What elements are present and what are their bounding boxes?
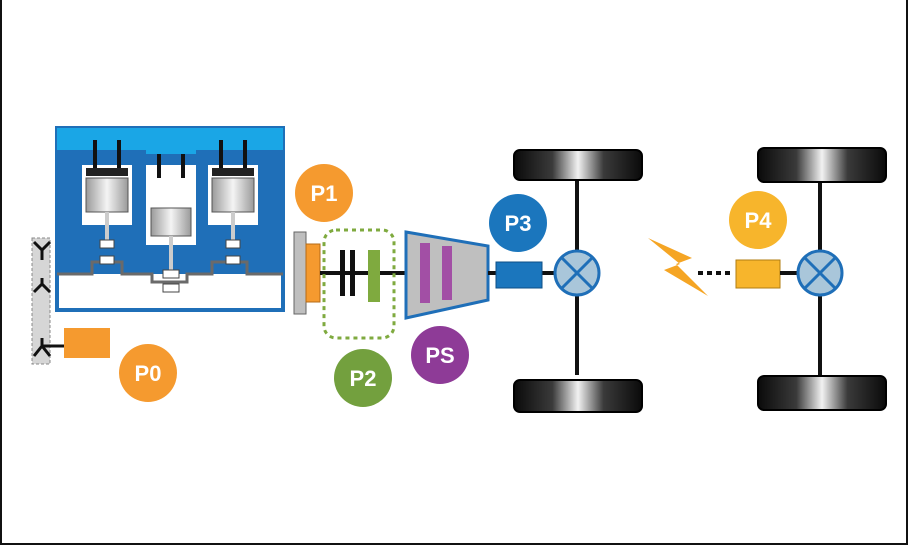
engine-cylinder-head — [57, 128, 283, 150]
electric-lightning-icon — [648, 238, 708, 296]
badge-p3: P3 — [489, 194, 547, 252]
badge-p0: P0 — [119, 344, 177, 402]
p3-motor — [495, 261, 543, 289]
front-differential-icon — [553, 249, 601, 297]
badge-p3-label: P3 — [505, 211, 532, 236]
badge-ps: PS — [411, 326, 469, 384]
flywheel — [293, 231, 307, 315]
cylinder-2 — [146, 148, 196, 293]
rear-top-wheel — [757, 147, 887, 183]
badge-p2-label: P2 — [350, 366, 377, 391]
cylinder-1 — [82, 140, 132, 265]
badge-p1: P1 — [295, 164, 353, 222]
p0-motor — [64, 328, 110, 358]
front-top-wheel — [513, 149, 643, 181]
rear-axle — [757, 147, 887, 411]
front-axle — [513, 149, 643, 413]
p1-motor — [305, 243, 321, 303]
badge-p4-label: P4 — [745, 208, 773, 233]
belt-drive — [31, 237, 64, 365]
badge-p1-label: P1 — [311, 181, 338, 206]
rear-differential-icon — [796, 249, 844, 297]
rear-bottom-wheel — [757, 375, 887, 411]
badge-ps-label: PS — [425, 343, 454, 368]
front-bottom-wheel — [513, 379, 643, 413]
transmission — [404, 230, 490, 320]
badge-p2: P2 — [334, 349, 392, 407]
cylinder-3 — [208, 140, 258, 265]
p2-clutch-module — [322, 228, 396, 340]
badge-p0-label: P0 — [135, 361, 162, 386]
badge-p4: P4 — [729, 191, 787, 249]
engine — [55, 126, 285, 312]
p4-motor — [735, 259, 781, 289]
